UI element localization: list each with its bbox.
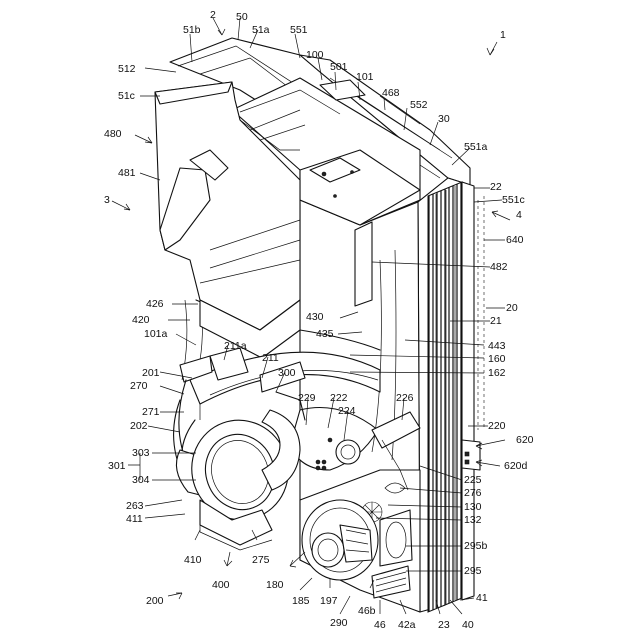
label-51a: 51a	[252, 24, 270, 36]
label-303: 303	[132, 447, 150, 459]
label-443: 443	[488, 340, 506, 352]
label-21: 21	[490, 315, 502, 327]
label-201: 201	[142, 367, 160, 379]
label-620: 620	[516, 434, 534, 446]
label-275: 275	[252, 554, 270, 566]
label-229: 229	[298, 392, 316, 404]
label-271: 271	[142, 406, 160, 418]
label-226: 226	[396, 392, 414, 404]
label-400: 400	[212, 579, 230, 591]
label-276: 276	[464, 487, 482, 499]
label-620d: 620d	[504, 460, 528, 472]
label-30: 30	[438, 113, 450, 125]
label-51c: 51c	[118, 90, 135, 102]
label-3: 3	[104, 194, 110, 206]
label-224: 224	[338, 405, 356, 417]
label-222: 222	[330, 392, 348, 404]
label-4: 4	[516, 209, 522, 221]
label-211: 211	[262, 352, 279, 364]
label-211a: 211a	[224, 340, 247, 352]
label-270: 270	[130, 380, 148, 392]
label-100: 100	[306, 49, 324, 61]
label-132: 132	[464, 514, 482, 526]
label-2: 2	[210, 9, 216, 21]
label-50: 50	[236, 11, 248, 23]
label-42a: 42a	[398, 619, 416, 631]
label-1: 1	[500, 29, 506, 41]
label-185: 185	[292, 595, 310, 607]
label-202: 202	[130, 420, 148, 432]
label-430: 430	[306, 311, 324, 323]
label-551a: 551a	[464, 141, 488, 153]
label-435: 435	[316, 328, 334, 340]
label-101a: 101a	[144, 328, 168, 340]
label-420: 420	[132, 314, 150, 326]
label-101: 101	[356, 71, 374, 83]
label-200: 200	[146, 595, 164, 607]
label-411: 411	[126, 513, 143, 525]
label-46: 46	[374, 619, 386, 631]
label-51b: 51b	[183, 24, 201, 36]
label-41: 41	[476, 592, 488, 604]
label-301: 301	[108, 460, 126, 472]
label-512: 512	[118, 63, 136, 75]
label-501: 501	[330, 61, 348, 73]
label-22: 22	[490, 181, 502, 193]
label-20: 20	[506, 302, 518, 314]
label-46b: 46b	[358, 605, 376, 617]
label-482: 482	[490, 261, 508, 273]
handle-assembly	[174, 380, 305, 550]
label-220: 220	[488, 420, 506, 432]
label-160: 160	[488, 353, 506, 365]
label-304: 304	[132, 474, 150, 486]
label-480: 480	[104, 128, 122, 140]
label-481: 481	[118, 167, 136, 179]
label-295: 295	[464, 565, 482, 577]
label-640: 640	[506, 234, 524, 246]
label-130: 130	[464, 501, 482, 513]
label-162: 162	[488, 367, 506, 379]
label-468: 468	[382, 87, 400, 99]
label-225: 225	[464, 474, 482, 486]
label-295b: 295b	[464, 540, 488, 552]
label-552: 552	[410, 99, 428, 111]
label-23: 23	[438, 619, 450, 631]
label-290: 290	[330, 617, 348, 629]
label-40: 40	[462, 619, 474, 631]
label-551: 551	[290, 24, 308, 36]
label-551c: 551c	[502, 194, 525, 206]
label-426: 426	[146, 298, 164, 310]
label-263: 263	[126, 500, 144, 512]
label-197: 197	[320, 595, 338, 607]
label-410: 410	[184, 554, 202, 566]
label-300: 300	[278, 367, 296, 379]
label-180: 180	[266, 579, 284, 591]
